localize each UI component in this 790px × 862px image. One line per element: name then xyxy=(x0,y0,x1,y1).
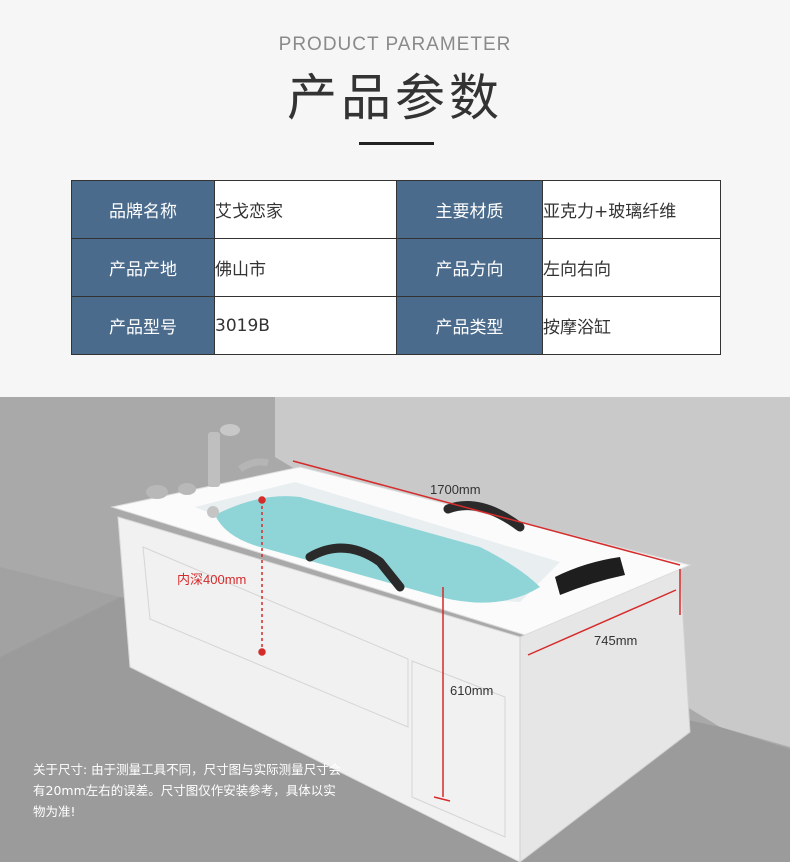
size-disclaimer-note: 关于尺寸: 由于测量工具不同，尺寸图与实际测量尺寸会有20mm左右的误差。尺寸图… xyxy=(33,762,342,819)
table-row: 产品产地 佛山市 产品方向 左向右向 xyxy=(71,238,721,297)
param-key-type: 产品类型 xyxy=(396,296,543,355)
dimension-height-label: 610mm xyxy=(450,683,494,698)
param-key-origin: 产品产地 xyxy=(71,238,215,297)
param-value-direction: 左向右向 xyxy=(542,238,721,297)
param-value-material: 亚克力+玻璃纤维 xyxy=(542,180,721,239)
dimension-length-label: 1700mm xyxy=(430,482,481,497)
param-value-type: 按摩浴缸 xyxy=(542,296,721,355)
param-key-material: 主要材质 xyxy=(396,180,543,239)
header-english-title: PRODUCT PARAMETER xyxy=(278,34,512,55)
header-underline xyxy=(359,142,434,145)
parameter-table: 品牌名称 艾戈恋家 主要材质 亚克力+玻璃纤维 产品产地 佛山市 产品方向 左向… xyxy=(71,180,721,355)
bathtub-illustration xyxy=(0,397,790,862)
dimension-depth-label: 内深400mm xyxy=(177,572,247,587)
param-key-brand: 品牌名称 xyxy=(71,180,215,239)
param-value-brand: 艾戈恋家 xyxy=(214,180,397,239)
table-row: 产品型号 3019B 产品类型 按摩浴缸 xyxy=(71,296,721,355)
table-row: 品牌名称 艾戈恋家 主要材质 亚克力+玻璃纤维 xyxy=(71,180,721,239)
param-value-model: 3019B xyxy=(214,296,397,355)
header-chinese-title: 产品参数 xyxy=(287,69,503,127)
dimension-width-label: 745mm xyxy=(594,633,638,648)
param-value-origin: 佛山市 xyxy=(214,238,397,297)
param-key-direction: 产品方向 xyxy=(396,238,543,297)
bathtub-scene: 1700mm 745mm 610mm 内深400mm xyxy=(0,397,790,862)
param-key-model: 产品型号 xyxy=(71,296,215,355)
